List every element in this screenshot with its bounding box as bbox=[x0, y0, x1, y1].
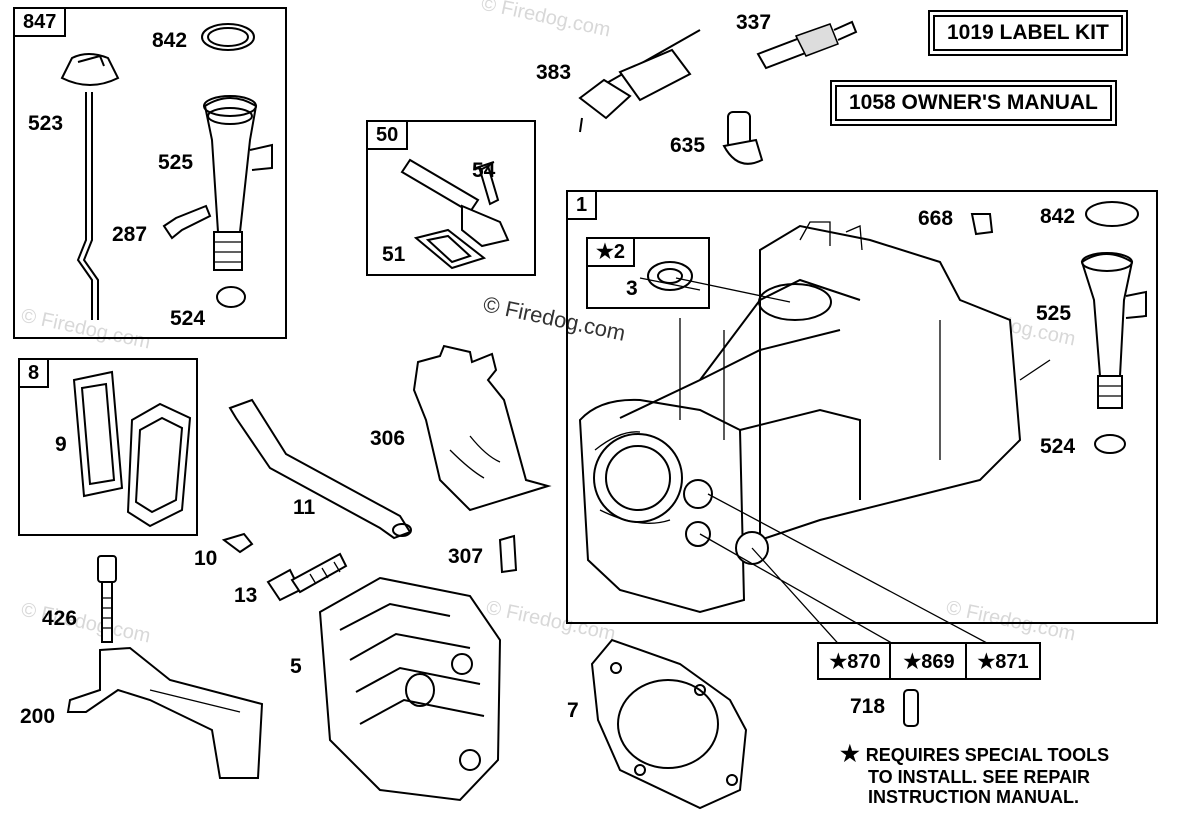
part-label: 13 bbox=[234, 584, 258, 607]
star-icon: ★ bbox=[840, 741, 860, 766]
label-kit-label: 1019 LABEL KIT bbox=[933, 15, 1123, 51]
group-frame-8: 8 bbox=[18, 358, 198, 536]
label-kit-box: 1019 LABEL KIT bbox=[928, 10, 1128, 56]
special-tools-note: ★REQUIRES SPECIAL TOOLS TO INSTALL. SEE … bbox=[840, 741, 1110, 807]
governor-bracket bbox=[66, 646, 264, 779]
special-part-box: ★871 bbox=[965, 642, 1041, 680]
part-label: 842 bbox=[152, 29, 188, 52]
plug bbox=[970, 213, 994, 236]
elbow-fitting bbox=[722, 111, 764, 165]
part-label: 3 bbox=[626, 277, 638, 300]
part-label: 307 bbox=[448, 545, 484, 568]
part-label: 426 bbox=[42, 607, 78, 630]
part-label: 718 bbox=[850, 695, 886, 718]
group-tag: ★2 bbox=[586, 237, 636, 267]
spark-plug bbox=[756, 20, 858, 70]
dowel-pin bbox=[903, 689, 919, 727]
part-label: 842 bbox=[1040, 205, 1076, 228]
breather-assembly bbox=[72, 370, 192, 528]
part-label: 524 bbox=[1040, 435, 1076, 458]
group-tag: 50 bbox=[366, 120, 409, 150]
owners-manual-label: 1058 OWNER'S MANUAL bbox=[835, 85, 1112, 121]
crankcase bbox=[578, 221, 1022, 614]
part-label: 51 bbox=[382, 243, 406, 266]
part-label: 306 bbox=[370, 427, 406, 450]
head-gasket bbox=[590, 638, 748, 810]
note-text: REQUIRES SPECIAL TOOLS bbox=[865, 745, 1110, 765]
part-label: 383 bbox=[536, 61, 572, 84]
group-tag: 1 bbox=[566, 190, 598, 220]
part-label: 635 bbox=[670, 134, 706, 157]
group-frame-50: 50 bbox=[366, 120, 536, 276]
note-line-1: ★REQUIRES SPECIAL TOOLS bbox=[840, 741, 1110, 767]
bolt-426 bbox=[97, 555, 117, 643]
part-label: 200 bbox=[20, 705, 56, 728]
bolt-13 bbox=[266, 552, 348, 602]
part-label: 54 bbox=[472, 159, 496, 182]
special-part-box: ★870 bbox=[817, 642, 893, 680]
part-label: 525 bbox=[158, 151, 194, 174]
part-label: 523 bbox=[28, 112, 64, 135]
part-label: 9 bbox=[55, 433, 67, 456]
part-label: 5 bbox=[290, 655, 302, 678]
part-label: 7 bbox=[567, 699, 579, 722]
group-frame-847: 847 bbox=[13, 7, 287, 339]
tube bbox=[228, 398, 412, 540]
group-tag: 847 bbox=[13, 7, 67, 37]
spark-plug-boot bbox=[578, 29, 701, 133]
breather-tube-assembly bbox=[400, 158, 510, 270]
part-label: 10 bbox=[194, 547, 218, 570]
note-line-3: INSTRUCTION MANUAL. bbox=[868, 786, 1079, 807]
dipstick-tube-assembly bbox=[60, 23, 273, 320]
part-label: 337 bbox=[736, 11, 772, 34]
dipstick-tube-right bbox=[1080, 201, 1147, 454]
cylinder-head bbox=[318, 576, 502, 802]
part-label: 11 bbox=[293, 496, 316, 519]
part-label: 524 bbox=[170, 307, 206, 330]
group-frame-1: 1 bbox=[566, 190, 1158, 624]
part-label: 525 bbox=[1036, 302, 1072, 325]
group-tag: 8 bbox=[18, 358, 50, 388]
special-part-box: ★869 bbox=[889, 642, 969, 680]
note-line-2: TO INSTALL. SEE REPAIR bbox=[868, 766, 1091, 787]
part-label: 287 bbox=[112, 223, 148, 246]
group-frame-2: ★2 bbox=[586, 237, 710, 309]
part-label: 668 bbox=[918, 207, 954, 230]
owners-manual-box: 1058 OWNER'S MANUAL bbox=[830, 80, 1117, 126]
air-baffle bbox=[412, 344, 552, 512]
